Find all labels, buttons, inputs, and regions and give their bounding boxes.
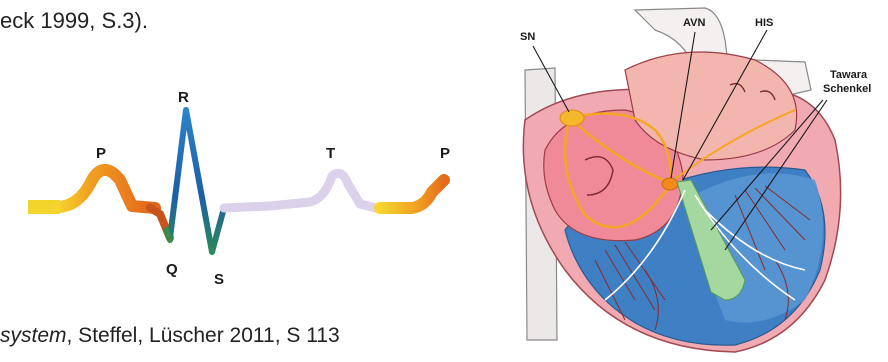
ecg-label-q: Q (166, 261, 178, 278)
heart-label-tawara: Tawara (830, 69, 868, 81)
heart-diagram: SN AVN HIS Tawara Schenkel (505, 0, 885, 362)
heart-av-node (662, 178, 678, 190)
heart-sinus-node (560, 110, 584, 126)
top-text-fragment: eck 1999, S.3). (0, 8, 148, 34)
caption-italic: system (0, 324, 67, 347)
caption-rest: , Steffel, Lüscher 2011, S 113 (67, 324, 340, 347)
ecg-diagram: P R Q S T P (20, 80, 490, 310)
ecg-t-wave (224, 173, 376, 208)
ecg-q-tail (166, 230, 170, 240)
ecg-label-s: S (214, 271, 224, 288)
ecg-label-p2: P (440, 145, 450, 162)
heart-label-his: HIS (755, 17, 773, 29)
heart-label-schenkel: Schenkel (823, 83, 871, 95)
ecg-qrs-complex (170, 110, 224, 252)
figure-caption: system, Steffel, Lüscher 2011, S 113 (0, 324, 340, 348)
heart-label-sn: SN (520, 31, 535, 43)
ecg-label-t: T (326, 145, 335, 162)
ecg-label-r: R (178, 89, 189, 106)
ecg-label-p1: P (96, 145, 106, 162)
heart-label-avn: AVN (683, 17, 705, 29)
ecg-p-wave (58, 170, 155, 208)
ecg-p2-wave (380, 180, 444, 208)
